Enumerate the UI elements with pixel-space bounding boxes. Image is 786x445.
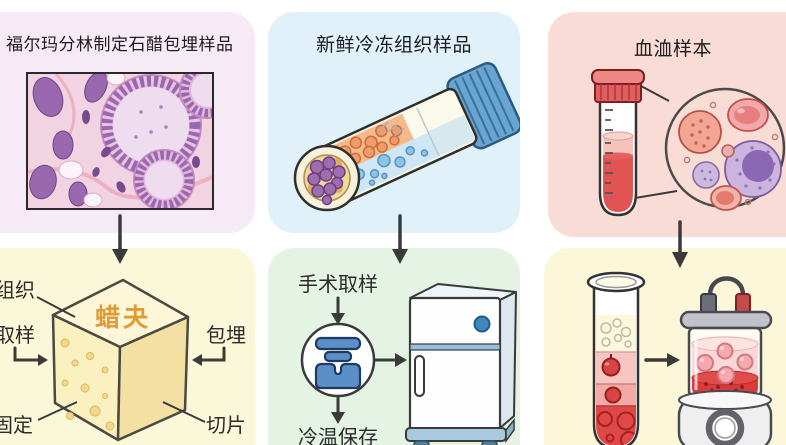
label-embedding: 包埋 xyxy=(206,324,246,347)
panel-frozen-sample: 新鲜冷冻组织样品 xyxy=(268,12,520,233)
wax-block-illustration: 蜡夬 组织 取样 包埋 固定 切片 xyxy=(0,278,246,442)
panel-blood-separation xyxy=(544,248,786,445)
panel-ffpe-sample: 福尔玛分林制定石醋包埋样品 xyxy=(0,12,255,233)
blood-separation-illustration xyxy=(586,271,773,445)
panel-title-ffpe: 福尔玛分林制定石醋包埋样品 xyxy=(6,35,234,54)
label-sampling: 取样 xyxy=(0,324,35,347)
frozen-flow-diagram: 手术取样 冷温保存 xyxy=(298,273,517,445)
label-fixation: 固定 xyxy=(0,414,33,437)
label-tissue: 组织 xyxy=(0,279,35,302)
panel-blood-sample: 血洫样本 xyxy=(548,12,786,237)
histology-image xyxy=(26,72,214,210)
label-surgical-sampling: 手术取样 xyxy=(298,273,378,296)
cryotube-illustration xyxy=(293,62,520,212)
blood-cells-magnified-view xyxy=(664,87,786,211)
panel-frozen-flow: 手术取样 冷温保存 xyxy=(268,248,520,445)
separation-tube-illustration xyxy=(586,271,646,445)
centrifuge-device-illustration xyxy=(677,276,773,445)
specimen-container-icon xyxy=(314,336,362,390)
label-sectioning: 切片 xyxy=(206,414,246,437)
panel-title-blood: 血洫样本 xyxy=(633,39,712,60)
label-cold-storage: 冷温保存 xyxy=(298,426,378,445)
wax-block-label: 蜡夬 xyxy=(95,303,151,332)
panel-wax-block: 蜡夬 组织 取样 包埋 固定 切片 xyxy=(0,248,255,445)
blood-tube-and-cells-illustration xyxy=(591,69,786,217)
refrigerator-illustration xyxy=(405,283,517,445)
blood-tube xyxy=(591,69,645,217)
panel-title-frozen: 新鲜冷冻组织样品 xyxy=(315,35,472,56)
